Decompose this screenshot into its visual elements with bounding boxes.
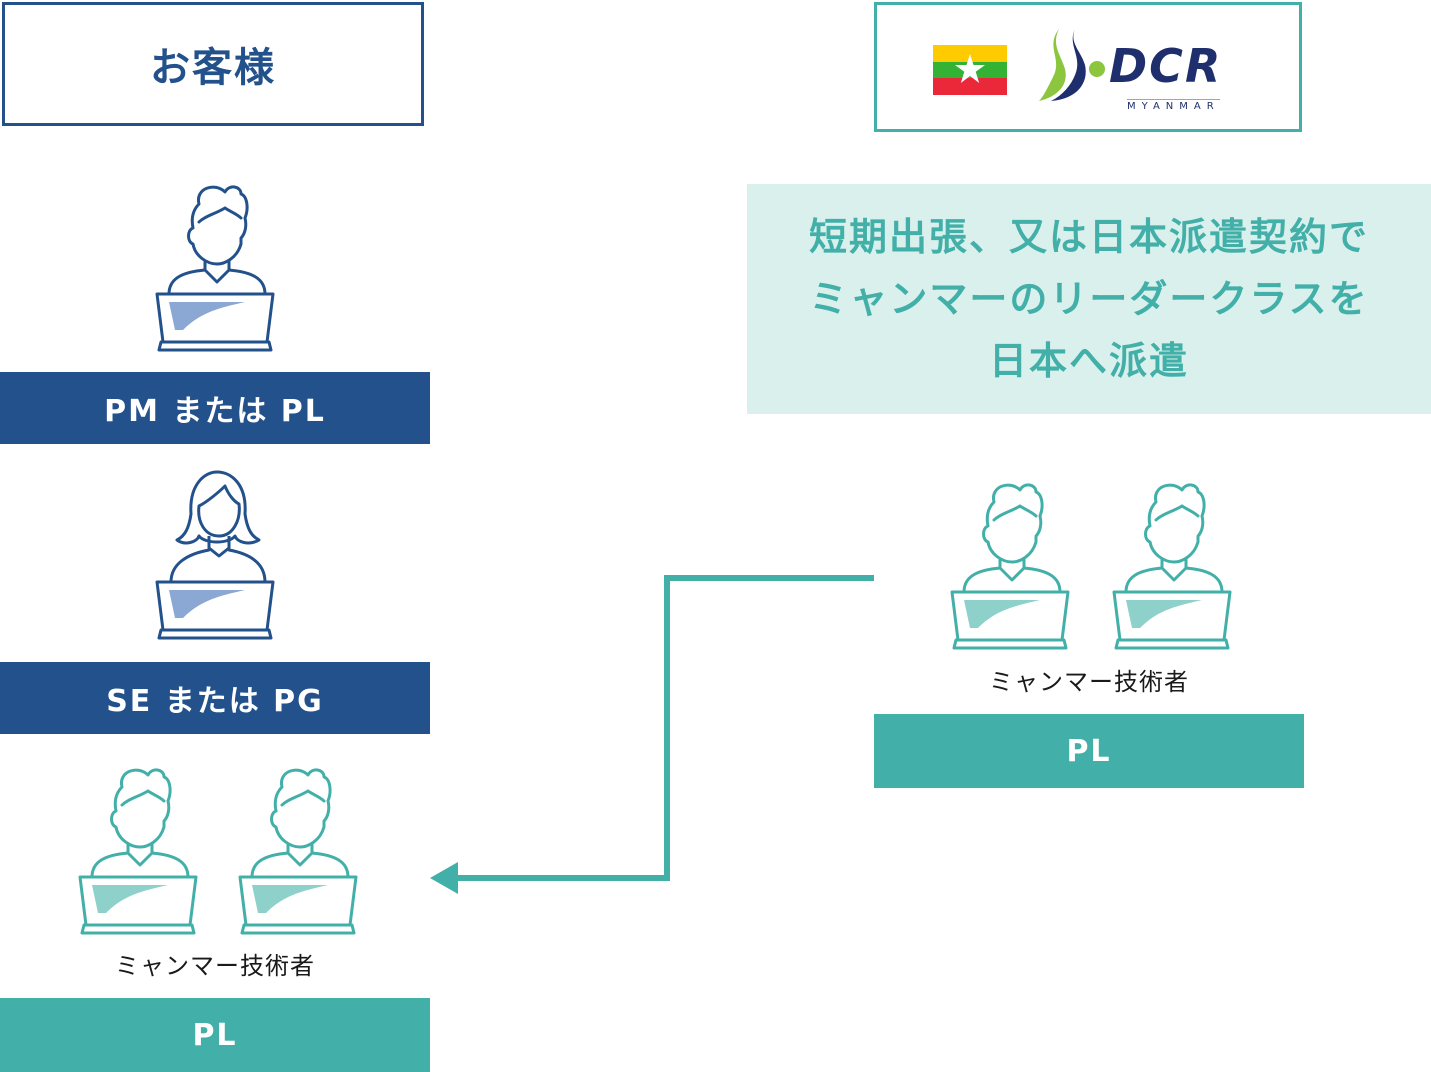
- role-label: PL: [192, 1017, 238, 1053]
- dcr-logo-icon: [1039, 29, 1105, 101]
- engineers-caption-vendor: ミャンマー技術者: [989, 668, 1189, 696]
- client-title: お客様: [150, 45, 276, 91]
- client-title-box: お客様: [2, 2, 424, 126]
- logo-subtext: MYANMAR: [1127, 99, 1220, 112]
- role-bar-pm-pl: PM または PL: [0, 372, 430, 444]
- logo-text: DCR: [1109, 39, 1223, 93]
- role-bar-pl-client: PL: [0, 998, 430, 1072]
- myanmar-flag-icon: [933, 45, 1007, 95]
- vendor-logo-box: DCR MYANMAR: [874, 2, 1302, 132]
- role-label: PL: [1066, 733, 1112, 769]
- info-line: 日本へ派遣: [988, 339, 1189, 383]
- engineers-caption-client: ミャンマー技術者: [115, 952, 315, 980]
- role-bar-pl-vendor: PL: [874, 714, 1304, 788]
- role-label: PM または PL: [104, 394, 326, 429]
- info-line: ミャンマーのリーダークラスを: [809, 277, 1369, 321]
- role-label: SE または PG: [106, 684, 324, 719]
- dispatch-info-box: 短期出張、又は日本派遣契約で ミャンマーのリーダークラスを 日本へ派遣: [747, 184, 1431, 414]
- role-bar-se-pg: SE または PG: [0, 662, 430, 734]
- info-line: 短期出張、又は日本派遣契約で: [808, 215, 1369, 259]
